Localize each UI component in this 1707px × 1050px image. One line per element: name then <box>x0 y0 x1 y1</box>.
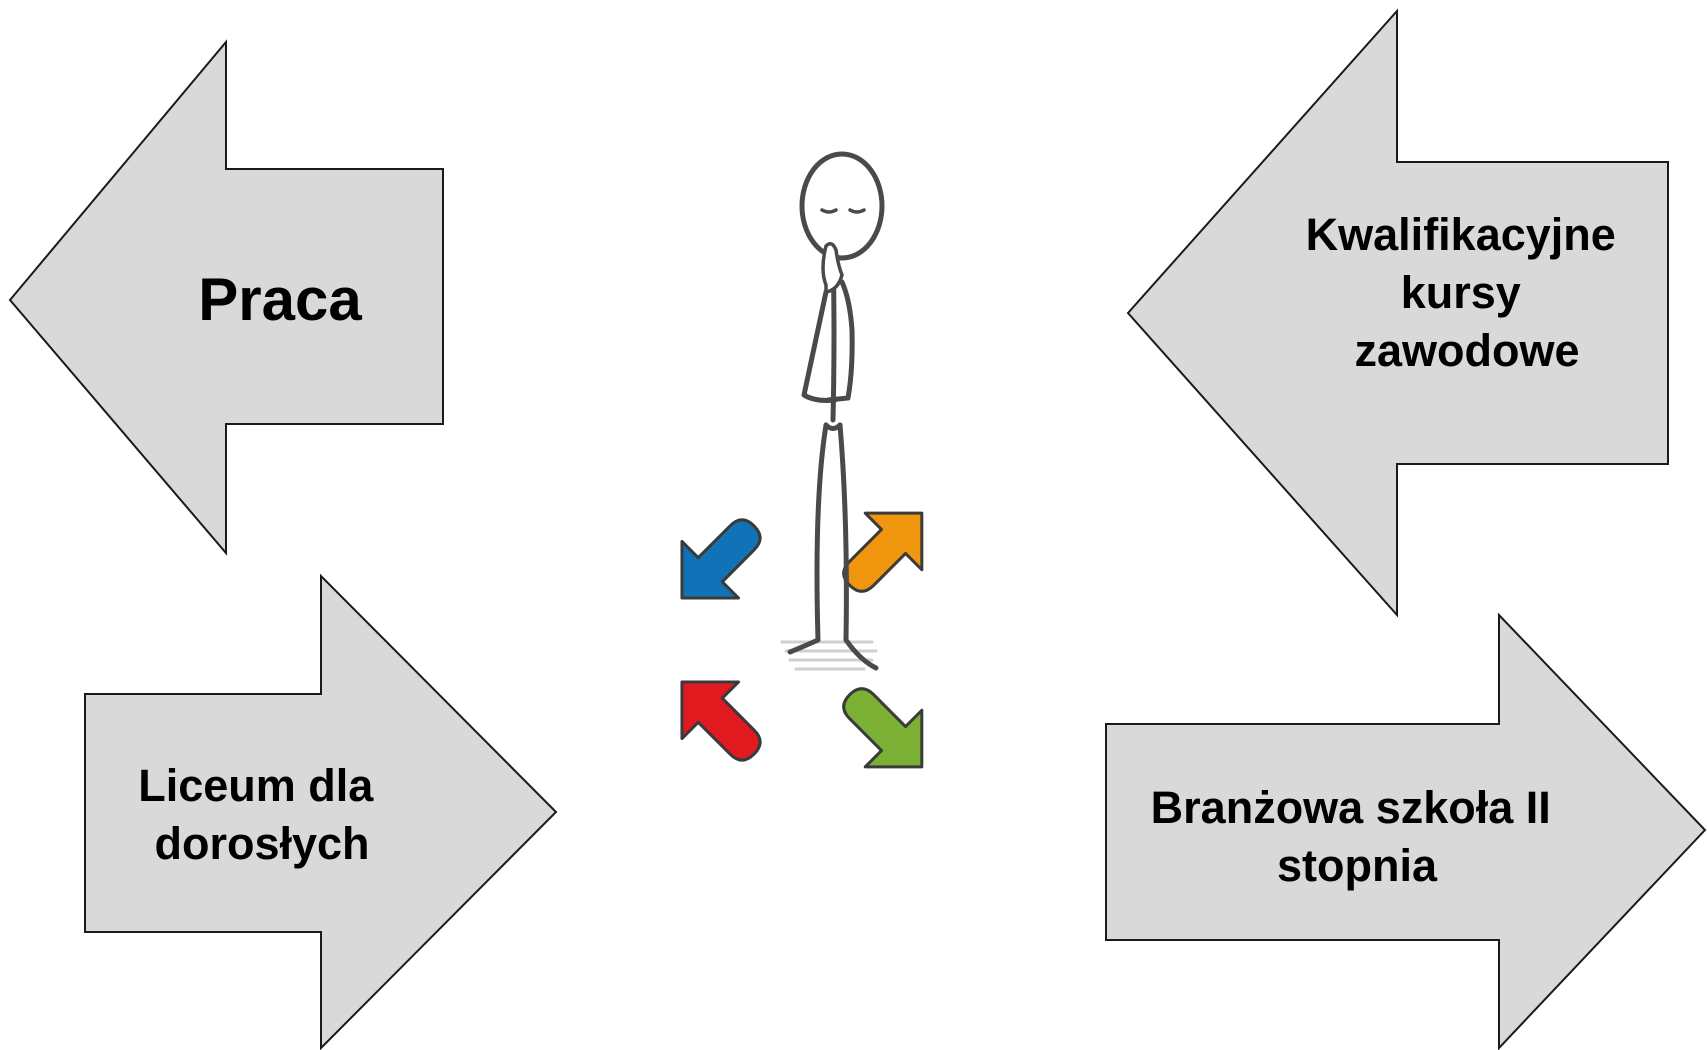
option-branzowa-label: Branżowa szkoła II stopnia <box>1151 782 1564 891</box>
option-kursy-label: Kwalifikacyjne kursy zawodowe <box>1306 209 1629 376</box>
option-liceum-label: Liceum dla dorosłych <box>138 760 386 869</box>
orange-arrow-icon <box>842 511 924 593</box>
option-kursy-line-1: Kwalifikacyjne <box>1306 209 1616 260</box>
floor-shadow <box>780 640 878 671</box>
option-praca: Praca <box>8 39 444 556</box>
figure-eye-right <box>848 208 866 214</box>
figure-head <box>799 151 885 261</box>
option-branzowa: Branżowa szkoła II stopnia <box>1105 612 1707 1050</box>
left-arrow-shape <box>1126 8 1669 618</box>
option-liceum-line-2: dorosłych <box>154 818 369 869</box>
option-liceum-line-1: Liceum dla <box>138 760 374 811</box>
figure-eye-left <box>820 208 838 214</box>
figure-hips <box>823 422 843 431</box>
figure-leg-right <box>837 422 879 671</box>
option-kursy-line-3: zawodowe <box>1354 325 1579 376</box>
option-branzowa-line-1: Branżowa szkoła II <box>1151 782 1551 833</box>
option-liceum: Liceum dla dorosłych <box>84 573 558 1050</box>
option-praca-label: Praca <box>198 266 362 333</box>
left-arrow-shape <box>8 39 444 556</box>
option-kursy: Kwalifikacyjne kursy zawodowe <box>1126 8 1669 618</box>
red-arrow-icon <box>680 680 762 762</box>
blue-arrow-icon <box>680 518 762 600</box>
option-branzowa-line-2: stopnia <box>1277 840 1438 891</box>
figure-arm-raised <box>801 289 838 403</box>
right-arrow-shape <box>1105 612 1707 1050</box>
right-arrow-shape <box>84 573 558 1050</box>
figure-arm-support <box>825 279 855 403</box>
thinking-stick-figure-icon <box>680 151 924 769</box>
green-arrow-icon <box>842 687 924 769</box>
figure-hand <box>821 242 844 294</box>
figure-leg-left <box>787 422 829 655</box>
option-kursy-line-2: kursy <box>1401 267 1521 318</box>
